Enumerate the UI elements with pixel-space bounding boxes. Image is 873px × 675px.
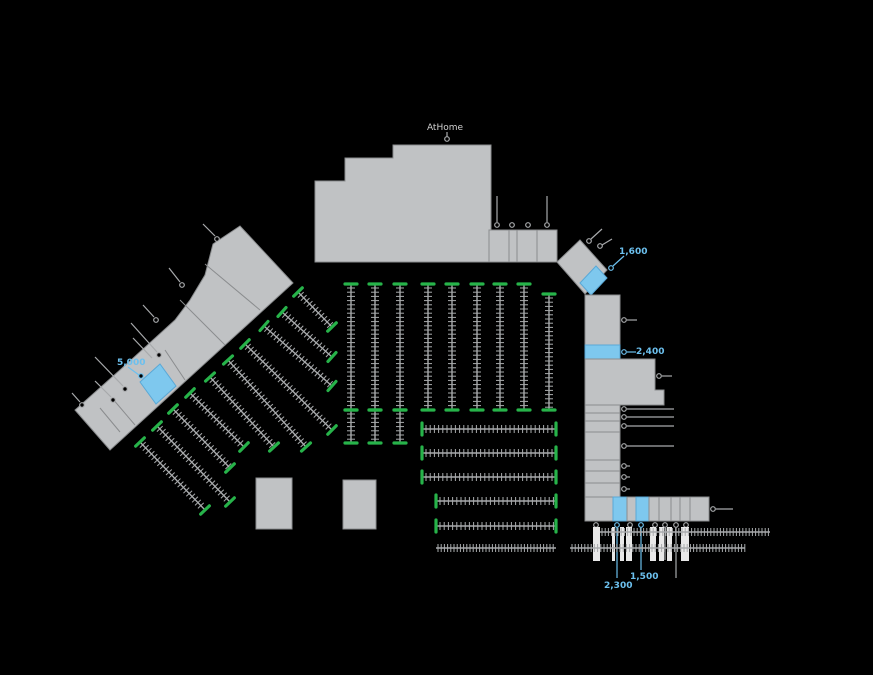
parking-row-angled-5 bbox=[203, 371, 281, 453]
northeast-building[interactable] bbox=[556, 239, 608, 296]
rail-track-1 bbox=[570, 544, 746, 552]
parking-row-vertical-7 bbox=[516, 282, 532, 412]
parking-row-horizontal-2 bbox=[420, 469, 558, 485]
east-strip-leaders bbox=[621, 317, 674, 492]
west-strip-building[interactable] bbox=[74, 225, 294, 451]
rail-track-2 bbox=[600, 528, 770, 536]
parking-row-horizontal-0 bbox=[420, 421, 558, 437]
anchor-leader bbox=[444, 132, 450, 142]
northeast-leaders bbox=[586, 228, 625, 271]
parking-row-vertical-1 bbox=[367, 282, 383, 412]
outparcel-west[interactable] bbox=[255, 477, 293, 530]
west-strip-leaders bbox=[71, 223, 220, 408]
anchor-label: AtHome bbox=[427, 123, 464, 133]
parking-row-angled-3 bbox=[239, 338, 338, 436]
parking-row-angled-9 bbox=[134, 436, 211, 516]
parking-row-angled-4 bbox=[221, 354, 313, 453]
parking-row-horizontal-4 bbox=[434, 518, 558, 534]
anchor-building[interactable] bbox=[314, 144, 558, 263]
available-sqft-northeast: 1,600 bbox=[619, 247, 647, 257]
parking-row-horizontal-3 bbox=[434, 493, 558, 509]
parking-row-vertical-0 bbox=[343, 282, 359, 412]
parking-row-vertical-4 bbox=[444, 282, 460, 412]
tenant-leaders-north bbox=[494, 196, 550, 228]
parking-row-vertical-6 bbox=[492, 282, 508, 412]
parking-row-angled-7 bbox=[167, 403, 236, 474]
parking-row-vertical-3 bbox=[420, 282, 436, 412]
parking-row-angled-8 bbox=[151, 420, 236, 508]
parking-row-vertical-8 bbox=[541, 292, 557, 412]
parking-row-vertical-2 bbox=[392, 282, 408, 412]
available-sqft-south-a: 2,300 bbox=[604, 581, 632, 591]
available-sqft-east: 2,400 bbox=[636, 347, 664, 357]
east-strip-building[interactable] bbox=[584, 294, 665, 498]
outparcel-east[interactable] bbox=[342, 479, 377, 530]
rail-track-0 bbox=[436, 544, 556, 552]
parking-row-vertical-ext-2 bbox=[392, 408, 408, 445]
parking-row-angled-0 bbox=[292, 286, 338, 333]
parking-lot bbox=[134, 282, 770, 552]
parking-row-vertical-ext-1 bbox=[367, 408, 383, 445]
parking-row-horizontal-1 bbox=[420, 445, 558, 461]
parking-row-vertical-ext-0 bbox=[343, 408, 359, 445]
south-strip-building[interactable] bbox=[584, 496, 710, 522]
parking-row-vertical-5 bbox=[469, 282, 485, 412]
parking-row-angled-1 bbox=[276, 305, 338, 364]
available-sqft-south-b: 1,500 bbox=[630, 572, 658, 582]
parking-row-angled-2 bbox=[258, 319, 338, 393]
parking-row-angled-6 bbox=[184, 387, 250, 453]
available-sqft-west: 5,000 bbox=[117, 358, 145, 368]
